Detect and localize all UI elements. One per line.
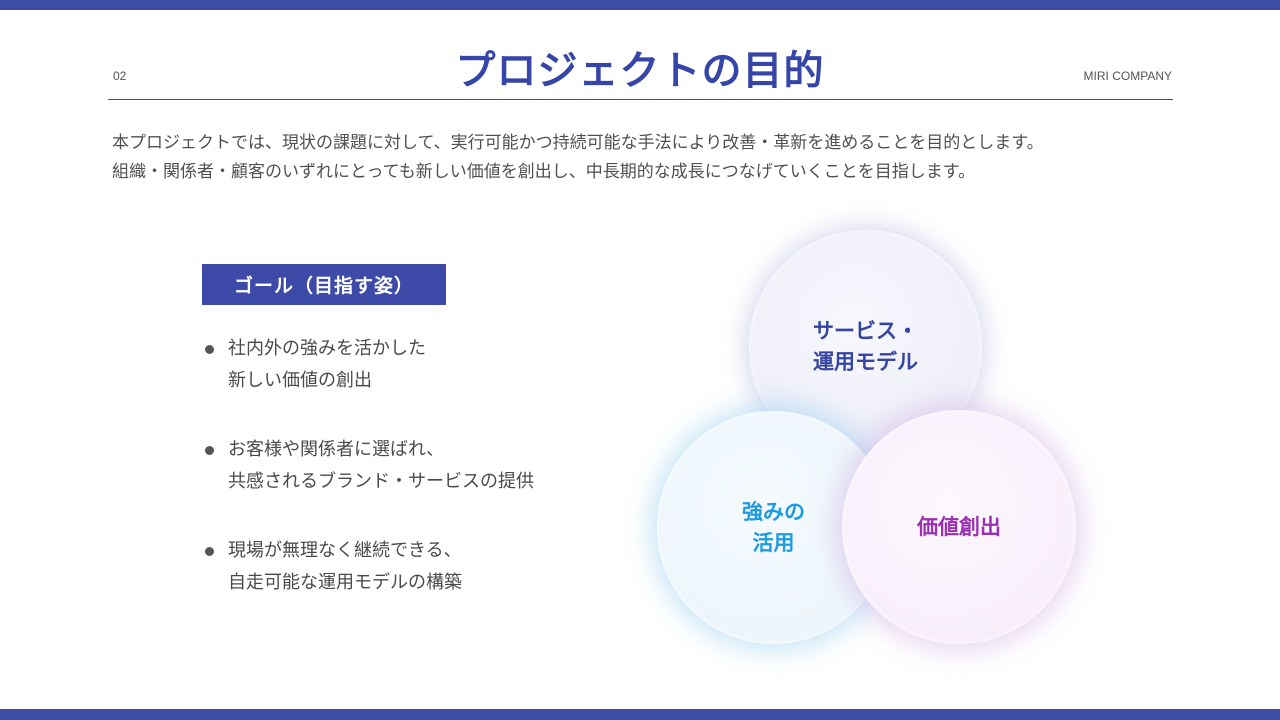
venn-label: 価値創出 [917,514,1001,539]
goal-item: 現場が無理なく継続できる、 自走可能な運用モデルの構築 [203,535,534,599]
bullet-icon [205,345,214,354]
venn-circle-value-creation: 価値創出 [842,410,1076,644]
intro-line: 本プロジェクトでは、現状の課題に対して、実行可能かつ持続可能な手法により改善・革… [112,133,1044,153]
top-accent-bar [0,0,1280,10]
bottom-accent-bar [0,709,1280,720]
goal-heading: ゴール（目指す姿） [202,264,446,305]
bullet-icon [205,446,214,455]
header-divider [108,99,1173,100]
intro-line: 組織・関係者・顧客のいずれにとっても新しい価値を創出し、中長期的な成長につなげて… [112,162,976,182]
goal-item: お客様や関係者に選ばれ、 共感されるブランド・サービスの提供 [203,434,534,498]
venn-label: 活用 [752,530,795,555]
venn-label: 強みの [742,499,805,524]
goal-item: 社内外の強みを活かした 新しい価値の創出 [203,333,534,397]
goal-item-line: 新しい価値の創出 [228,370,372,391]
bullet-icon [205,547,214,556]
goal-item-line: 自走可能な運用モデルの構築 [228,572,462,593]
goal-item-line: 現場が無理なく継続できる、 [228,540,462,561]
page-title: プロジェクトの目的 [455,48,825,94]
goal-item-line: お客様や関係者に選ばれ、 [228,439,445,460]
goal-list: 社内外の強みを活かした 新しい価値の創出 お客様や関係者に選ばれ、 共感されるブ… [203,333,534,636]
intro-text: 本プロジェクトでは、現状の課題に対して、実行可能かつ持続可能な手法により改善・革… [112,129,1044,187]
goal-item-line: 社内外の強みを活かした [228,338,426,359]
venn-label: 運用モデル [813,349,918,374]
page-number: 02 [113,69,127,83]
venn-label: サービス・ [813,318,918,343]
goal-item-line: 共感されるブランド・サービスの提供 [228,471,534,492]
company-name: MIRI COMPANY [1083,69,1172,83]
